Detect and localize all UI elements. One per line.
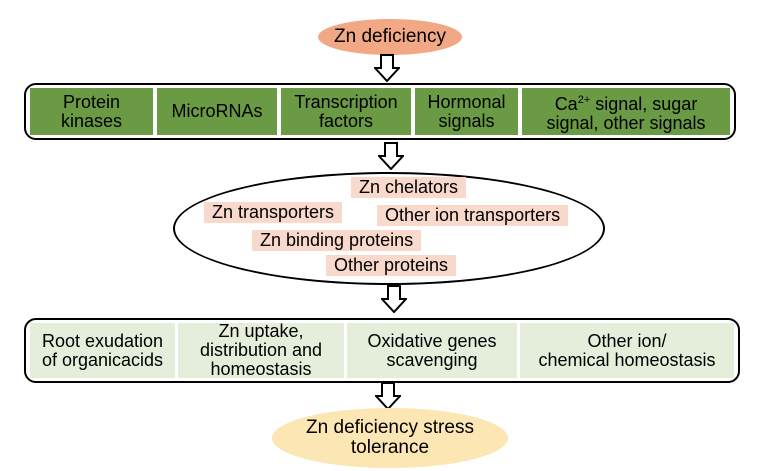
down-arrow-icon — [375, 382, 401, 410]
other-ion-transporters-pill: Other ion transporters — [377, 205, 569, 226]
other-ion-homeostasis-line1: Other ion/ — [587, 330, 667, 351]
zn-deficiency-oval: Zn deficiency — [318, 19, 462, 55]
other-ion-homeostasis-box: Other ion/chemical homeostasis — [520, 323, 734, 378]
stress-tolerance-line2: tolerance — [350, 437, 430, 458]
hormonal-signals-line2: signals — [438, 110, 495, 131]
transcription-factors-line2: factors — [318, 110, 374, 131]
down-arrow-icon — [381, 285, 407, 313]
other-proteins-pill: Other proteins — [326, 255, 457, 276]
hormonal-signals-line1: Hormonal — [427, 91, 506, 112]
zn-uptake-line2: distribution and — [199, 340, 323, 360]
down-arrow-icon — [374, 54, 400, 82]
ca-superscript: 2+ — [577, 93, 591, 106]
zn-transporters-pill: Zn transporters — [204, 202, 343, 223]
zn-deficiency-label: Zn deficiency — [334, 26, 446, 47]
micrornas-label: MicroRNAs — [171, 101, 263, 121]
ca-label: Ca — [554, 93, 578, 114]
oxidative-genes-line2: scavenging — [386, 349, 478, 370]
zn-uptake-line1: Zn uptake, — [218, 321, 304, 341]
other-ion-homeostasis-line2: chemical homeostasis — [538, 349, 716, 370]
zn-binding-proteins-pill: Zn binding proteins — [252, 230, 422, 251]
other-signals-line1: signal, sugar — [590, 93, 698, 114]
proteins-ellipse — [173, 172, 605, 285]
stress-tolerance-line1: Zn deficiency stress — [306, 417, 474, 438]
transcription-factors-line1: Transcription — [294, 91, 398, 112]
down-arrow-icon — [378, 142, 404, 170]
oxidative-genes-line1: Oxidative genes — [367, 330, 497, 351]
root-exudation-line1: Root exudation — [41, 330, 164, 351]
protein-kinases-line2: kinases — [60, 110, 123, 131]
micrornas-box: MicroRNAs — [157, 88, 277, 135]
stress-tolerance-oval: Zn deficiency stress tolerance — [272, 408, 508, 468]
zn-uptake-line3: homeostasis — [210, 359, 312, 379]
protein-kinases-line1: Protein — [62, 91, 121, 112]
other-signals-line2: signal, other signals — [546, 112, 706, 133]
root-exudation-line2: of organicacids — [41, 349, 164, 370]
zn-chelators-pill: Zn chelators — [351, 177, 467, 198]
